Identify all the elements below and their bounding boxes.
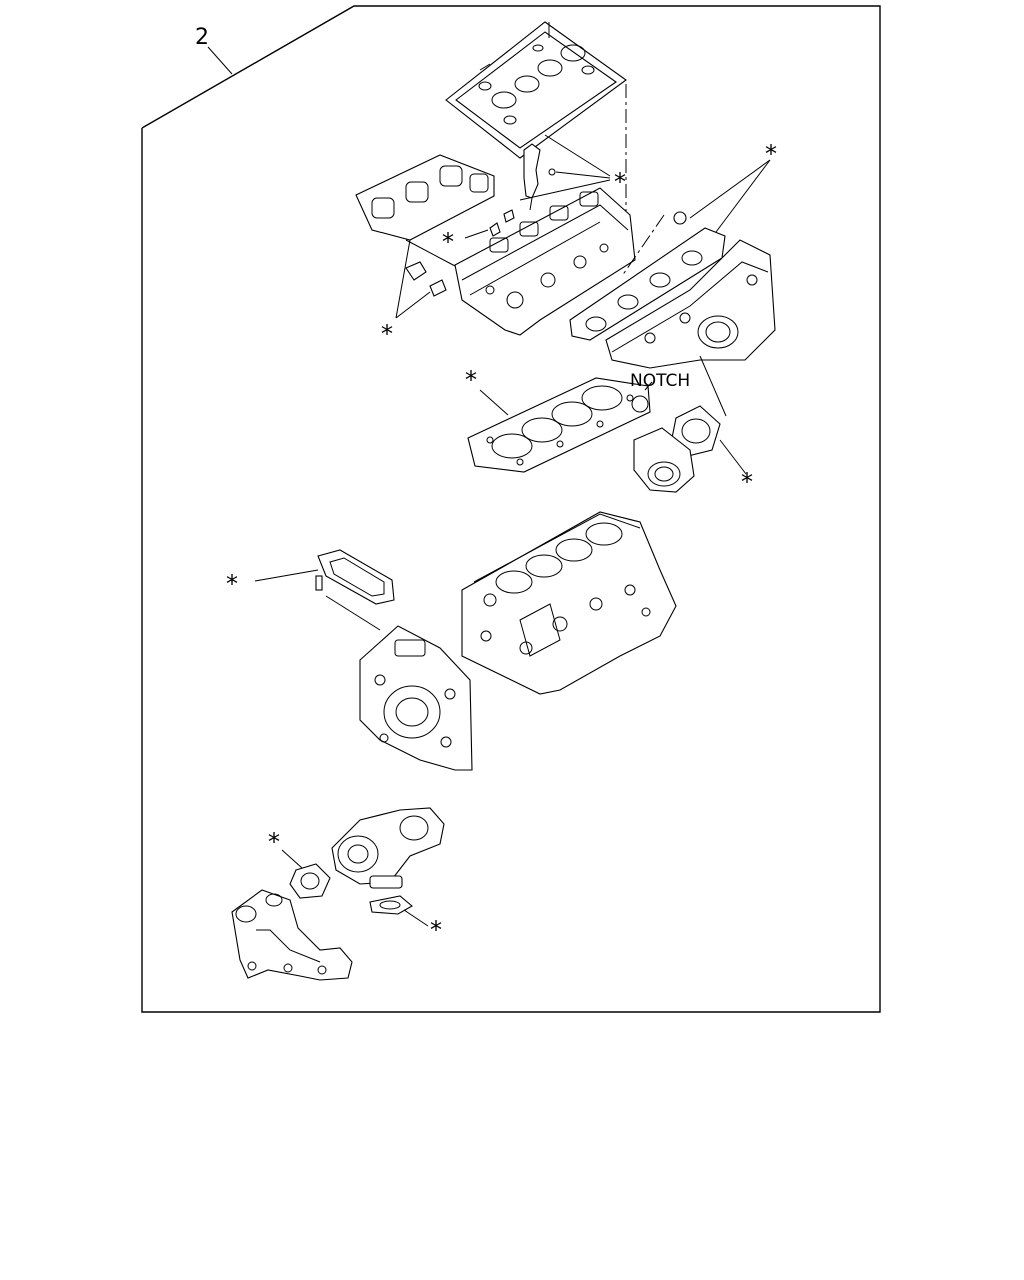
intake-gasket-leaders xyxy=(621,159,771,277)
head-parts-leaders xyxy=(519,84,627,260)
kit-marker-turbo-gasket: * xyxy=(268,828,280,856)
kit-markers: * * * * * * * * * xyxy=(226,140,777,944)
kit-marker-head-gasket: * xyxy=(465,366,477,394)
cylinder-block xyxy=(461,511,677,695)
kit-marker-intake-gasket: * xyxy=(765,140,777,168)
intake-manifold xyxy=(605,239,776,369)
injector xyxy=(523,143,556,211)
head-cover-gasket xyxy=(445,21,627,159)
exhaust-pipe-gasket xyxy=(369,895,429,927)
kit-marker-head-parts: * xyxy=(614,168,626,196)
throttle-leaders xyxy=(699,355,747,475)
notch-leader xyxy=(644,381,653,391)
fittings-leaders xyxy=(395,229,489,319)
exhaust-manifold xyxy=(231,889,353,981)
exhaust-manifold-gasket xyxy=(355,154,495,241)
item-number-leader xyxy=(207,46,233,75)
cylinder-head xyxy=(454,187,636,336)
notch-label: NOTCH xyxy=(630,371,690,391)
front-cover-gasket xyxy=(254,549,395,631)
kit-marker-exhaust-gasket: * xyxy=(430,916,442,944)
head-gasket-leader xyxy=(479,389,509,416)
turbocharger xyxy=(331,807,445,889)
kit-frame xyxy=(141,5,881,1013)
kit-marker-front-cover-gasket: * xyxy=(226,570,238,598)
turbocharger-gasket xyxy=(281,849,331,899)
kit-marker-fittings: * xyxy=(381,320,393,348)
small-fittings xyxy=(405,261,447,297)
kit-marker-throttle-gasket: * xyxy=(741,468,753,496)
front-cover xyxy=(359,625,473,771)
throttle-body xyxy=(633,427,695,493)
item-number: 2 xyxy=(195,25,209,50)
cylinder-head-gasket xyxy=(467,377,651,473)
kit-marker-seal: * xyxy=(442,228,454,256)
